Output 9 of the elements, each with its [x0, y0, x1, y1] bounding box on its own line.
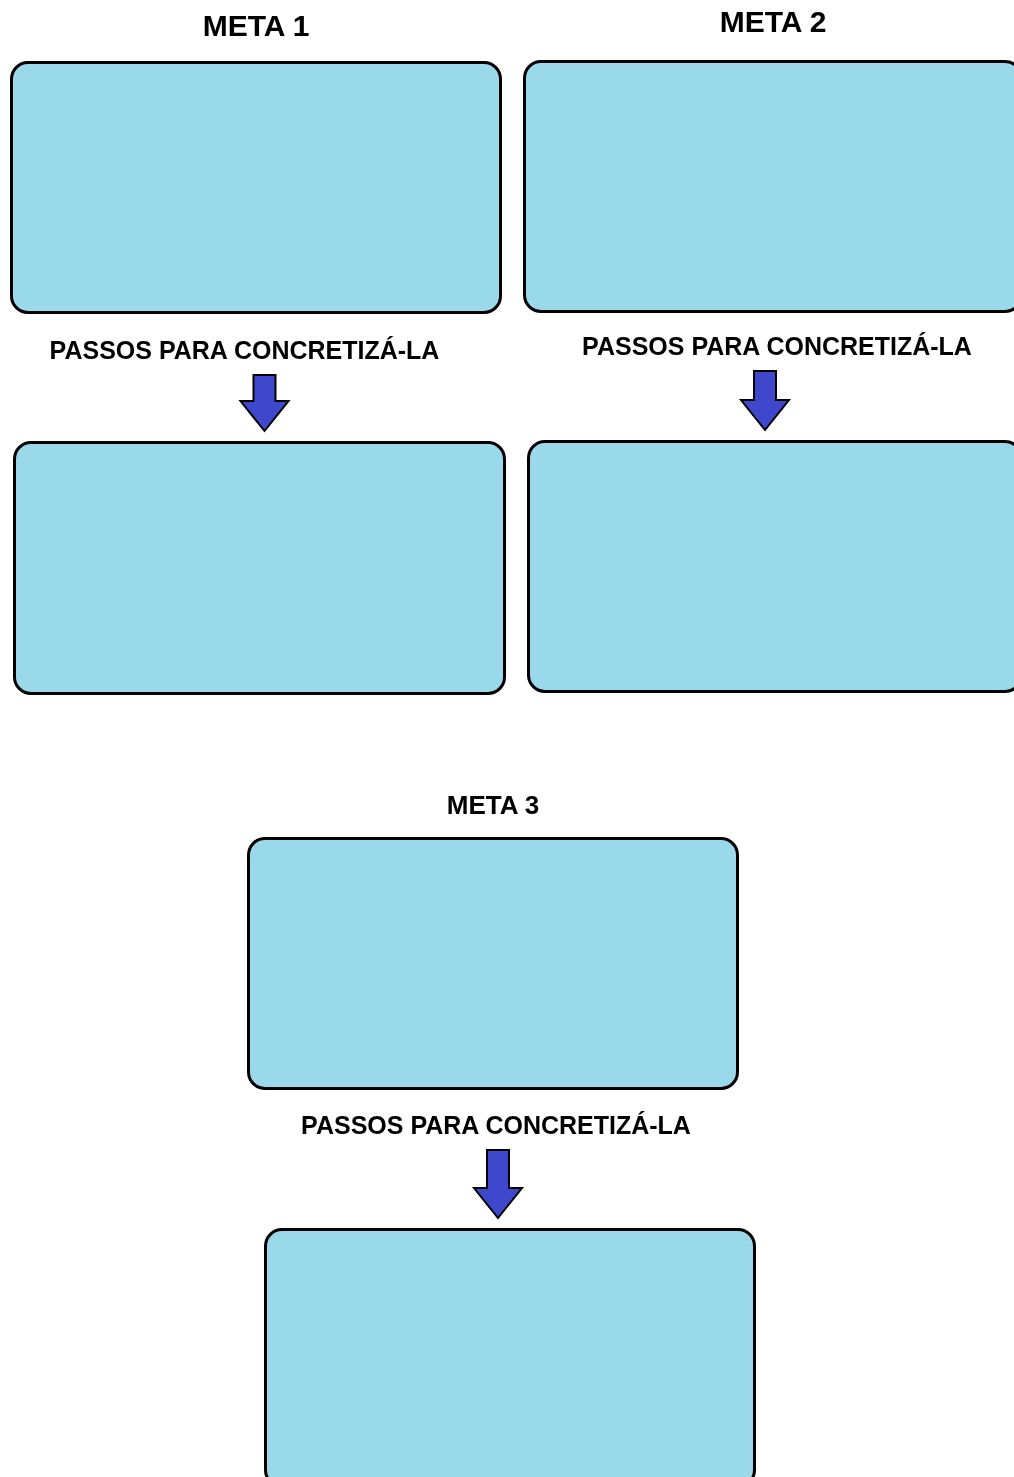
edge-label: PASSOS PARA CONCRETIZÁ-LA	[49, 335, 440, 365]
block-arrow	[471, 1149, 525, 1220]
goal-heading: META 1	[201, 8, 311, 44]
goal-heading: META 2	[718, 4, 828, 40]
edge-label: PASSOS PARA CONCRETIZÁ-LA	[582, 331, 972, 361]
edge-label: PASSOS PARA CONCRETIZÁ-LA	[301, 1110, 691, 1140]
block-arrow	[238, 374, 291, 433]
goal-heading: META 3	[445, 790, 541, 822]
block-arrow	[738, 370, 792, 432]
